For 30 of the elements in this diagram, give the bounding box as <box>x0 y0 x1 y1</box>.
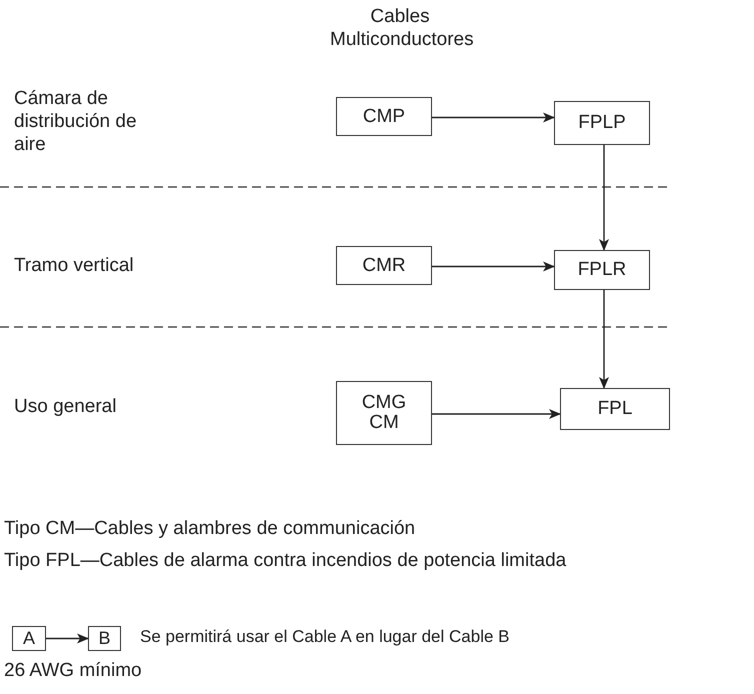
arrow <box>46 634 89 644</box>
box-text: FPLP <box>578 113 626 133</box>
box-text: CMG <box>362 393 406 413</box>
cable-type-box <box>336 381 432 445</box>
legend-box <box>88 626 121 651</box>
cable-type-box <box>336 97 432 136</box>
note-text: Se permitirá usar el Cable A en lugar del Cable B <box>140 627 510 648</box>
arrow <box>432 409 561 419</box>
arrow <box>432 262 555 272</box>
box-text: B <box>98 629 110 648</box>
cable-type-box <box>554 250 650 290</box>
box-text: FPL <box>598 399 632 419</box>
cable-type-box <box>560 388 670 430</box>
arrow <box>599 145 609 251</box>
note-text: Tipo FPL—Cables de alarma contra incendios de potencia limitada <box>4 550 568 573</box>
box-text: CMP <box>362 106 406 126</box>
box-text: CM <box>369 413 399 433</box>
cable-type-box <box>554 101 650 145</box>
note-text: 26 AWG mínimo <box>4 660 143 683</box>
row-label: Tramo vertical <box>14 255 135 278</box>
box-text: A <box>22 629 35 648</box>
row-label: Uso general <box>14 396 118 419</box>
note-text: Tipo CM—Cables y alambres de communicación <box>4 518 416 541</box>
box-text: CMR <box>362 256 406 276</box>
arrow <box>432 112 555 122</box>
box-text: FPLR <box>578 260 626 280</box>
cable-type-box <box>336 246 432 285</box>
row-label: Cámara de distribución de aire <box>14 88 138 156</box>
arrow <box>599 290 609 389</box>
legend-box <box>12 626 46 651</box>
